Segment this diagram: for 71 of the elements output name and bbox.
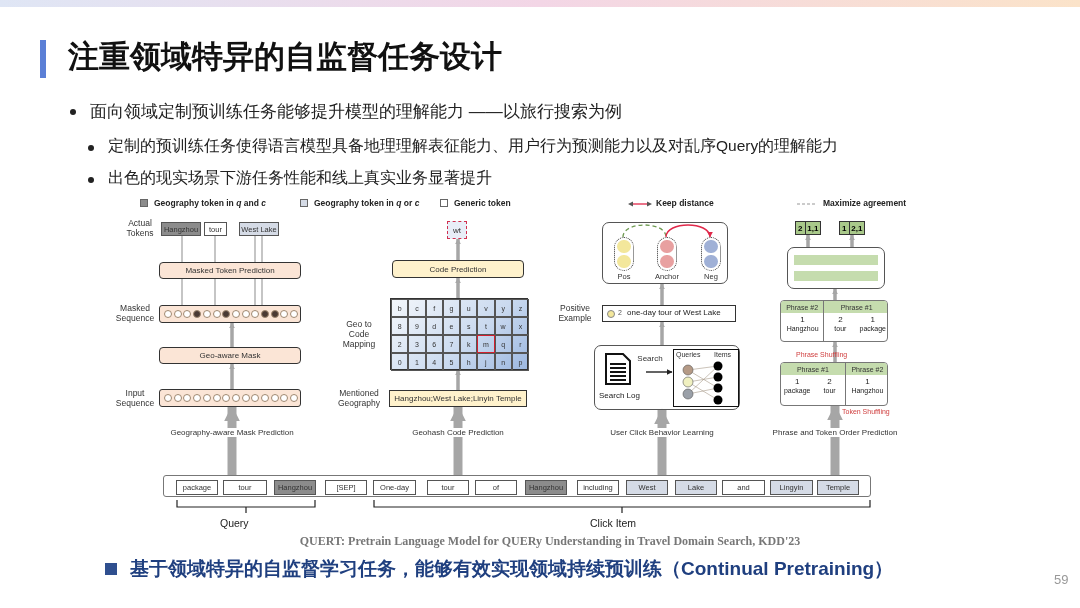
- arrow: [832, 341, 838, 362]
- order-number: 1: [840, 222, 850, 234]
- page-number: 59: [1054, 572, 1069, 587]
- embedding-capsule: [700, 237, 722, 283]
- group-label: Click Item: [590, 517, 637, 529]
- edge-label: User Click Behavior Learning: [607, 428, 717, 437]
- row-label: Input Sequence: [114, 388, 156, 409]
- order-output-box: [839, 221, 865, 235]
- order-number: 2,1: [850, 222, 864, 234]
- row-label: Mentioned Geography: [336, 388, 382, 409]
- arrow: [654, 408, 670, 475]
- order-number: 1,1: [806, 222, 820, 234]
- row-label: Geo to Code Mapping: [341, 319, 377, 350]
- geography-box: Hangzhou;West Lake;Linyin Temple: [389, 390, 527, 407]
- legend-text: Geography token in q and c: [154, 198, 266, 208]
- encoder-panel: [787, 247, 885, 289]
- order-number: 2: [796, 222, 806, 234]
- arrow: [645, 369, 673, 375]
- citation-caption: QUERT: Pretrain Language Model for QUERy Understanding in Travel Domain Search, KDD'23: [298, 534, 802, 549]
- order-number: 1: [864, 377, 871, 386]
- token-sequence-bar: [159, 305, 301, 323]
- summary-text: 基于领域特异的自监督学习任务，能够有效实现领域持续预训练（Continual Pretraining）: [130, 557, 894, 581]
- arrow: [805, 234, 811, 247]
- arrow: [659, 321, 665, 345]
- search-log-label: Search Log: [599, 391, 640, 400]
- order-number: 2: [826, 377, 833, 386]
- order-number: 2: [837, 315, 844, 324]
- order-number: 1: [793, 377, 801, 386]
- edge-label: Geohash Code Prediction: [409, 428, 507, 437]
- phrase-table: [780, 300, 888, 342]
- click-graph-panel: [673, 349, 739, 407]
- phrase-table: [780, 362, 888, 406]
- arrow: [229, 363, 235, 389]
- rounded-panel: [602, 222, 728, 284]
- arrow: [455, 277, 461, 298]
- order-output-box: [795, 221, 821, 235]
- bullet-text: 面向领域定制预训练任务能够提升模型的理解能力 ——以旅行搜索为例: [90, 101, 622, 123]
- arrow: [229, 322, 235, 347]
- bullet-text: 定制的预训练任务使得语言模型具备地理理解表征能力、用户行为预测能力以及对乱序Query的理解能力: [108, 136, 839, 156]
- order-number: 1: [869, 315, 876, 324]
- token-strip: [163, 475, 871, 497]
- arrow: [659, 283, 665, 305]
- token-sequence-bar: [159, 389, 301, 407]
- order-number: 1: [799, 315, 806, 324]
- rounded-panel: [594, 345, 740, 410]
- arrow: [665, 224, 712, 238]
- arrow: [224, 405, 240, 475]
- group-label: Query: [220, 517, 249, 529]
- arrow: [455, 238, 461, 260]
- arrow: [832, 288, 838, 300]
- process-box: Masked Token Prediction: [159, 262, 301, 279]
- process-box: Geo-aware Mask: [159, 347, 301, 364]
- row-label: Positive Example: [557, 303, 593, 324]
- legend-text: Generic token: [454, 198, 511, 208]
- arrow: [455, 369, 461, 390]
- legend-text: Maximize agreement: [823, 198, 907, 208]
- row-label: Actual Tokens: [125, 218, 155, 239]
- arrow: [450, 405, 466, 475]
- edge-label: Geography-aware Mask Prediction: [167, 428, 297, 437]
- arrow: [849, 234, 855, 247]
- arrow: [827, 404, 843, 475]
- example-box: [602, 305, 736, 322]
- example-text: one-day tour of West Lake: [627, 308, 721, 317]
- code-output-box: wt: [447, 221, 467, 239]
- slide-title: 注重领域特异的自监督任务设计: [68, 38, 502, 76]
- bullet-text: 出色的现实场景下游任务性能和线上真实业务显著提升: [108, 168, 492, 188]
- legend-text: Geography token in q or c: [314, 198, 420, 208]
- legend-text: Keep distance: [656, 198, 714, 208]
- row-label: Masked Sequence: [114, 303, 156, 324]
- process-box: Code Prediction: [392, 260, 524, 278]
- geohash-grid: [390, 298, 528, 370]
